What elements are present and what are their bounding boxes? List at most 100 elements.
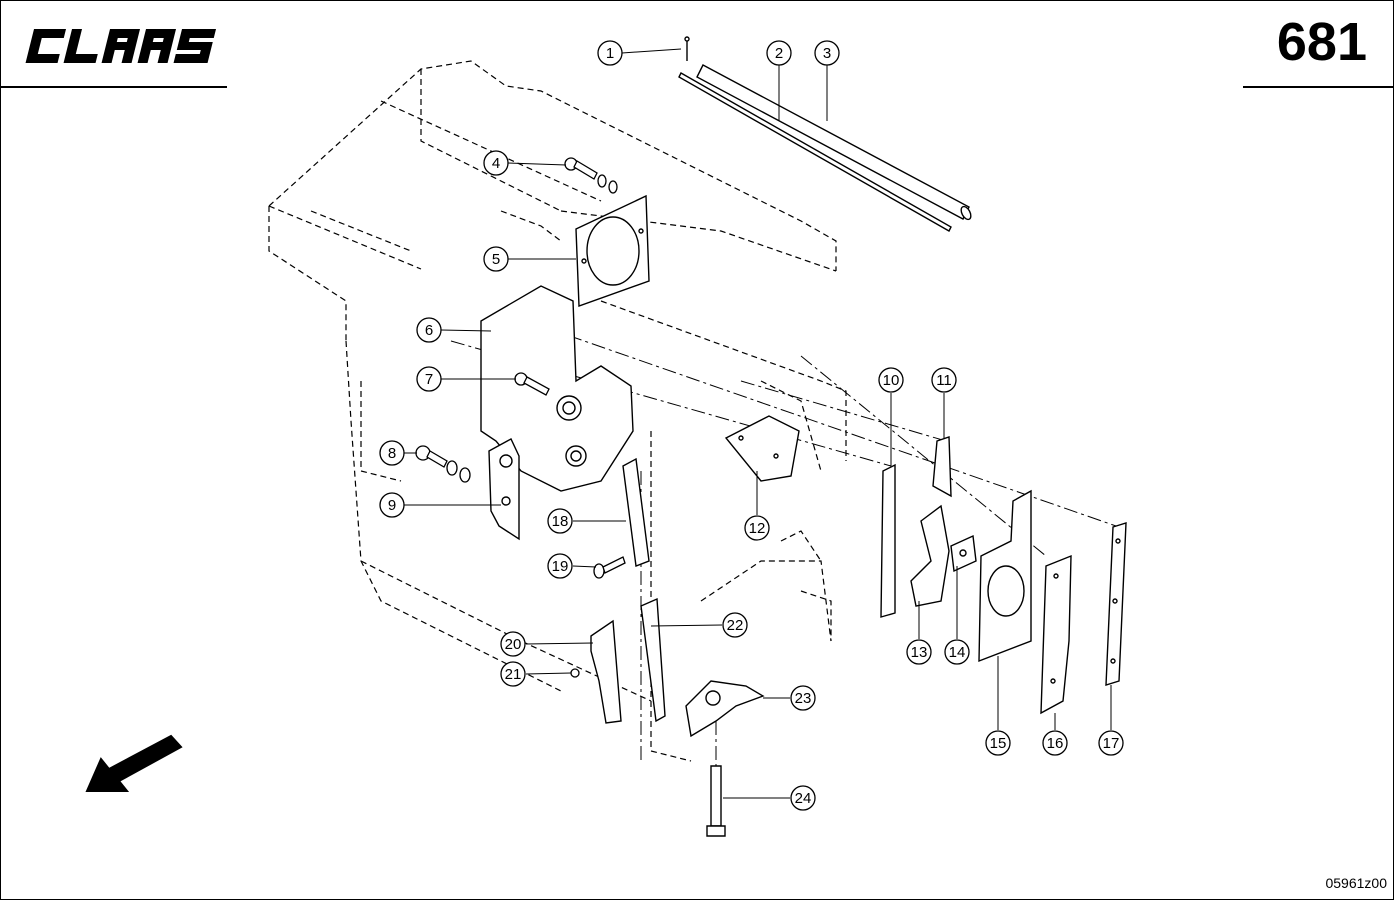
callout-3: 3 xyxy=(814,40,840,66)
callout-label: 8 xyxy=(388,445,396,462)
callout-label: 2 xyxy=(775,45,783,62)
claas-logo xyxy=(1,29,227,88)
callout-circle xyxy=(483,150,509,176)
callout-label: 19 xyxy=(552,558,569,575)
callout-circle xyxy=(722,612,748,638)
callout-4: 4 xyxy=(483,150,509,176)
callout-label: 18 xyxy=(552,513,569,530)
callout-circle xyxy=(814,40,840,66)
callout-17: 17 xyxy=(1098,730,1124,756)
callout-circle xyxy=(744,515,770,541)
callout-15: 15 xyxy=(985,730,1011,756)
callout-circle xyxy=(931,367,957,393)
screw-part-21 xyxy=(570,668,580,678)
bracket-part-9 xyxy=(488,438,520,541)
plate-part-13 xyxy=(910,504,950,607)
callout-circle xyxy=(1098,730,1124,756)
callout-circle xyxy=(416,317,442,343)
screw-part-19 xyxy=(593,556,626,579)
strip-part-10 xyxy=(880,463,896,618)
callout-label: 4 xyxy=(492,155,500,172)
callout-23: 23 xyxy=(790,685,816,711)
drawing-code: 05961z00 xyxy=(1325,875,1387,891)
callout-circle xyxy=(944,639,970,665)
callout-label: 10 xyxy=(883,372,900,389)
bolt-part-7 xyxy=(514,372,550,396)
rod-parts xyxy=(678,64,972,232)
callout-circle xyxy=(878,367,904,393)
bolt-part-24 xyxy=(706,765,726,837)
callout-11: 11 xyxy=(931,367,957,393)
callout-circle xyxy=(416,366,442,392)
callout-label: 24 xyxy=(795,790,812,807)
callout-22: 22 xyxy=(722,612,748,638)
bolt-part-8 xyxy=(415,445,471,483)
callout-label: 16 xyxy=(1047,735,1064,752)
callout-16: 16 xyxy=(1042,730,1068,756)
bracket-part-20 xyxy=(590,619,622,724)
callout-circle xyxy=(379,440,405,466)
callout-1: 1 xyxy=(597,40,623,66)
callout-label: 9 xyxy=(388,497,396,514)
callout-label: 3 xyxy=(823,45,831,62)
callout-label: 7 xyxy=(425,371,433,388)
mount-part-23 xyxy=(685,680,765,738)
callout-label: 13 xyxy=(911,644,928,661)
callout-6: 6 xyxy=(416,317,442,343)
callout-20: 20 xyxy=(500,631,526,657)
callout-circle xyxy=(597,40,623,66)
strip-part-16 xyxy=(1040,554,1072,715)
angle-bracket-12 xyxy=(724,415,800,482)
callout-2: 2 xyxy=(766,40,792,66)
callout-label: 6 xyxy=(425,322,433,339)
callout-5: 5 xyxy=(483,246,509,272)
callout-circle xyxy=(483,246,509,272)
callout-7: 7 xyxy=(416,366,442,392)
pin-part xyxy=(684,36,690,61)
flange-plate xyxy=(575,194,650,307)
callout-label: 21 xyxy=(505,666,522,683)
callout-label: 15 xyxy=(990,735,1007,752)
direction-arrow-icon xyxy=(85,734,183,792)
callout-circle xyxy=(790,785,816,811)
callout-label: 1 xyxy=(606,45,614,62)
callout-18: 18 xyxy=(547,508,573,534)
callout-circle xyxy=(500,631,526,657)
callout-label: 12 xyxy=(749,520,766,537)
callout-circle xyxy=(547,508,573,534)
callout-label: 20 xyxy=(505,636,522,653)
callout-label: 22 xyxy=(727,617,744,634)
callout-label: 17 xyxy=(1103,735,1120,752)
callout-leader-lines xyxy=(404,48,1112,799)
callout-14: 14 xyxy=(944,639,970,665)
callout-circle xyxy=(906,639,932,665)
callout-label: 5 xyxy=(492,251,500,268)
plate-part-11 xyxy=(932,436,952,498)
plate-part-15 xyxy=(978,489,1032,663)
plate-part-14 xyxy=(950,534,977,573)
callout-circle xyxy=(1042,730,1068,756)
callout-circle xyxy=(500,661,526,687)
callout-circle xyxy=(379,492,405,518)
callout-circle xyxy=(985,730,1011,756)
page-number: 681 xyxy=(1276,12,1367,72)
large-plate xyxy=(480,285,634,492)
callout-circle xyxy=(766,40,792,66)
callout-9: 9 xyxy=(379,492,405,518)
strip-part-17 xyxy=(1105,522,1127,686)
callout-10: 10 xyxy=(878,367,904,393)
callout-21: 21 xyxy=(500,661,526,687)
callout-8: 8 xyxy=(379,440,405,466)
callout-label: 14 xyxy=(949,644,966,661)
callout-label: 23 xyxy=(795,690,812,707)
callout-13: 13 xyxy=(906,639,932,665)
callout-24: 24 xyxy=(790,785,816,811)
callout-19: 19 xyxy=(547,553,573,579)
callout-label: 11 xyxy=(936,372,952,389)
callout-12: 12 xyxy=(744,515,770,541)
callout-circle xyxy=(547,553,573,579)
bolt-part-4 xyxy=(564,157,618,194)
